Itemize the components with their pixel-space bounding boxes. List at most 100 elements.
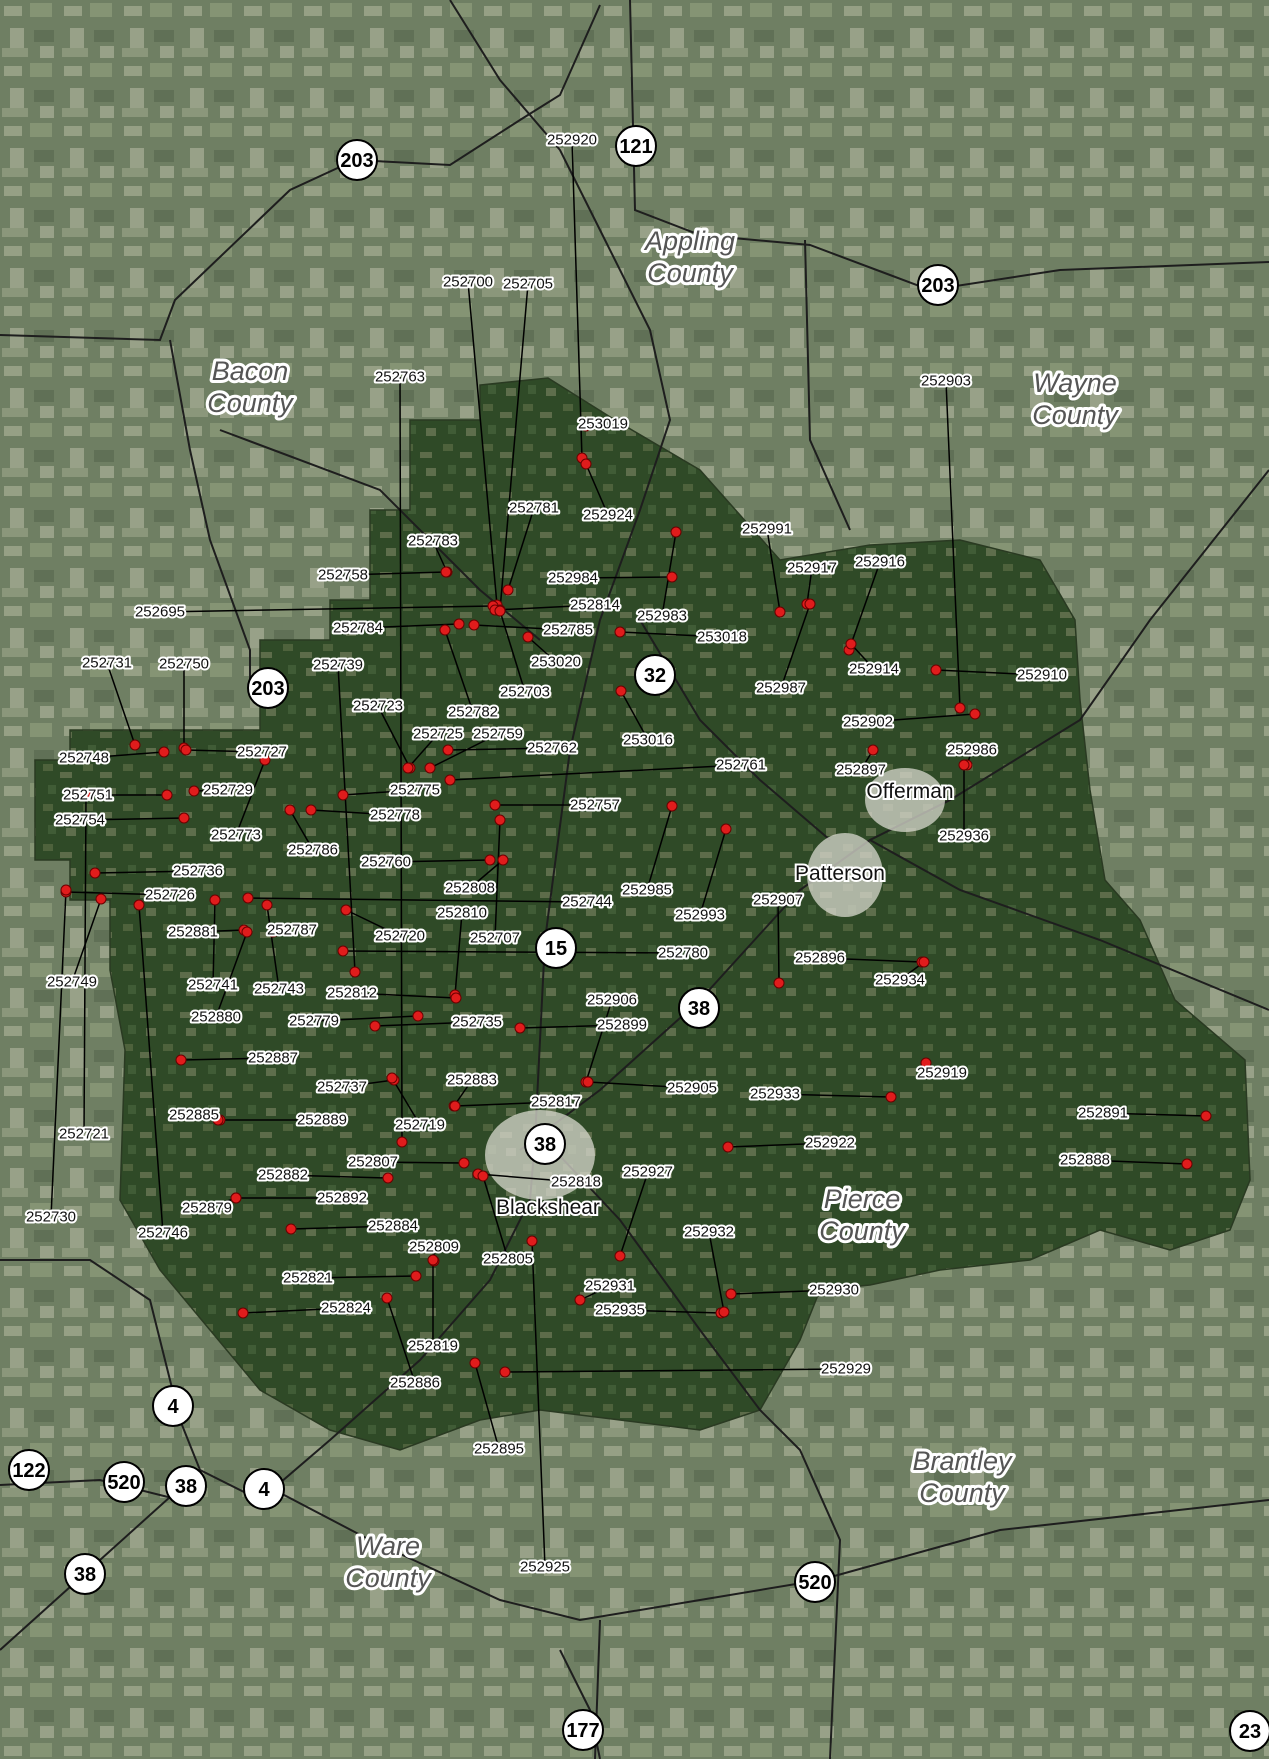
site-point-252824[interactable] xyxy=(237,1307,249,1319)
site-point-252751[interactable] xyxy=(161,789,173,801)
site-point-253016[interactable] xyxy=(615,685,627,697)
site-point-252757[interactable] xyxy=(489,799,501,811)
site-point-252888[interactable] xyxy=(1181,1158,1193,1170)
site-point-252897[interactable] xyxy=(867,744,879,756)
site-point-252984[interactable] xyxy=(666,571,678,583)
site-point-252880[interactable] xyxy=(241,926,253,938)
site-point-252927[interactable] xyxy=(614,1250,626,1262)
county-label-bacon: Bacon xyxy=(212,356,289,386)
site-point-252759[interactable] xyxy=(424,762,436,774)
site-point-252808[interactable] xyxy=(497,854,509,866)
site-point-252719[interactable] xyxy=(386,1072,398,1084)
site-point-252758[interactable] xyxy=(440,566,452,578)
site-point-252817[interactable] xyxy=(449,1100,461,1112)
site-point-252805[interactable] xyxy=(477,1170,489,1182)
site-point-253020[interactable] xyxy=(522,631,534,643)
site-point-252812[interactable] xyxy=(450,992,462,1004)
site-point-252762[interactable] xyxy=(442,744,454,756)
site-point-252821[interactable] xyxy=(410,1270,422,1282)
site-label-252695: 252695 xyxy=(135,604,185,621)
site-point-252929[interactable] xyxy=(499,1366,511,1378)
site-point-252730[interactable] xyxy=(60,884,72,896)
site-point-252931[interactable] xyxy=(574,1294,586,1306)
site-point-252819[interactable] xyxy=(427,1254,439,1266)
site-point-252934[interactable] xyxy=(918,956,930,968)
site-point-252725[interactable] xyxy=(402,762,414,774)
site-point-252735[interactable] xyxy=(369,1020,381,1032)
site-point-252919[interactable] xyxy=(920,1057,932,1069)
site-point-252932[interactable] xyxy=(718,1306,730,1318)
site-point-252754[interactable] xyxy=(178,812,190,824)
site-point-252914[interactable] xyxy=(845,638,857,650)
site-point-252739[interactable] xyxy=(349,966,361,978)
site-point-252775[interactable] xyxy=(337,789,349,801)
site-point-252787[interactable] xyxy=(267,926,279,938)
site-point-252907[interactable] xyxy=(773,977,785,989)
county-label-brantley: Brantley xyxy=(912,1446,1013,1476)
site-point-252889[interactable] xyxy=(212,1114,224,1126)
site-point-252895[interactable] xyxy=(469,1357,481,1369)
leader-line-252933 xyxy=(774,1093,892,1098)
site-point-252987[interactable] xyxy=(804,598,816,610)
site-point-252782[interactable] xyxy=(439,624,451,636)
site-point-252887[interactable] xyxy=(175,1054,187,1066)
leader-line-252807 xyxy=(372,1161,465,1164)
svg-text:203: 203 xyxy=(251,678,284,700)
site-point-252985[interactable] xyxy=(666,800,678,812)
site-point-252703[interactable] xyxy=(494,605,506,617)
site-point-252925[interactable] xyxy=(526,1235,538,1247)
site-point-252746[interactable] xyxy=(133,899,145,911)
site-point-253019[interactable] xyxy=(580,420,592,432)
leader-line-252759 xyxy=(429,733,499,769)
site-point-252807[interactable] xyxy=(458,1157,470,1169)
site-point-252781[interactable] xyxy=(502,584,514,596)
site-point-252749[interactable] xyxy=(95,893,107,905)
site-point-252785[interactable] xyxy=(468,619,480,631)
site-point-252720[interactable] xyxy=(340,904,352,916)
site-point-252760[interactable] xyxy=(484,854,496,866)
site-point-252729[interactable] xyxy=(188,785,200,797)
site-point-252779[interactable] xyxy=(412,1010,424,1022)
site-point-252743[interactable] xyxy=(261,899,273,911)
site-point-252902[interactable] xyxy=(969,708,981,720)
site-point-252736[interactable] xyxy=(89,867,101,879)
site-point-252933[interactable] xyxy=(885,1091,897,1103)
site-point-252905[interactable] xyxy=(582,1076,594,1088)
site-point-252899[interactable] xyxy=(514,1022,526,1034)
site-point-252924[interactable] xyxy=(580,458,592,470)
site-point-252741[interactable] xyxy=(209,894,221,906)
site-point-253018[interactable] xyxy=(614,626,626,638)
leader-line-252758 xyxy=(342,571,447,576)
site-point-252983[interactable] xyxy=(670,526,682,538)
site-point-252884[interactable] xyxy=(285,1223,297,1235)
site-point-252780[interactable] xyxy=(337,945,349,957)
site-point-252748[interactable] xyxy=(158,746,170,758)
leader-line-252991 xyxy=(766,528,781,613)
site-point-252882[interactable] xyxy=(382,1172,394,1184)
site-point-252892[interactable] xyxy=(230,1192,242,1204)
site-point-252922[interactable] xyxy=(722,1141,734,1153)
site-label-252896: 252896 xyxy=(795,950,845,967)
site-label-252787: 252787 xyxy=(267,922,317,939)
site-point-252903[interactable] xyxy=(954,702,966,714)
site-point-252731[interactable] xyxy=(129,739,141,751)
site-point-252891[interactable] xyxy=(1200,1110,1212,1122)
site-point-252993[interactable] xyxy=(720,823,732,835)
site-point-252744[interactable] xyxy=(242,892,254,904)
site-point-252707[interactable] xyxy=(494,814,506,826)
site-point-252991[interactable] xyxy=(774,606,786,618)
site-point-252721[interactable] xyxy=(80,789,92,801)
site-label-252929: 252929 xyxy=(821,1361,871,1378)
site-point-252763[interactable] xyxy=(396,1136,408,1148)
site-point-252786[interactable] xyxy=(284,804,296,816)
site-point-252784[interactable] xyxy=(453,618,465,630)
site-point-252930[interactable] xyxy=(725,1288,737,1300)
site-point-252778[interactable] xyxy=(305,804,317,816)
site-point-252761[interactable] xyxy=(444,774,456,786)
site-point-252727[interactable] xyxy=(180,744,192,756)
site-point-252886[interactable] xyxy=(381,1292,393,1304)
site-point-252936[interactable] xyxy=(958,759,970,771)
site-point-252773[interactable] xyxy=(259,754,271,766)
site-point-252910[interactable] xyxy=(930,664,942,676)
